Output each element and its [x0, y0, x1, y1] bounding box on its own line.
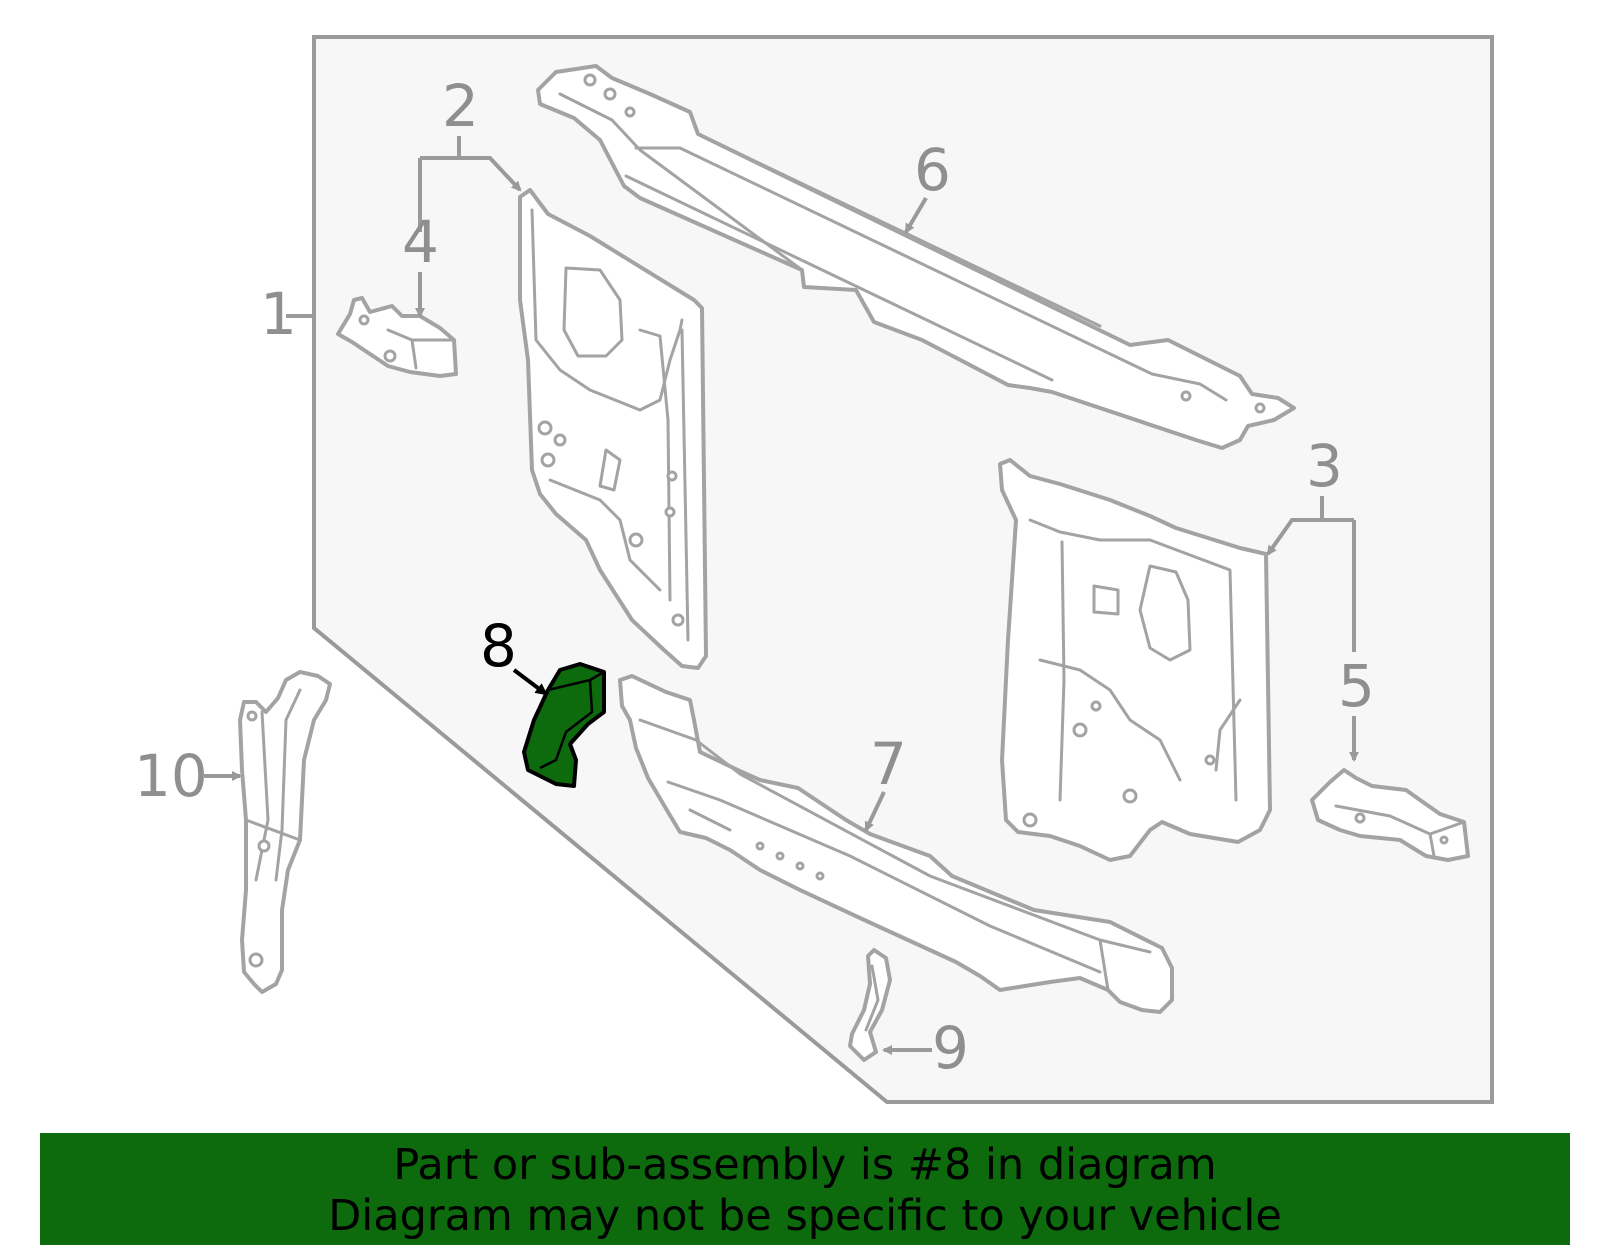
callout-9: 9 — [932, 1014, 969, 1082]
banner-line-1: Part or sub-assembly is #8 in diagram — [393, 1140, 1217, 1190]
callout-5: 5 — [1338, 652, 1375, 720]
part-10-vertical-support[interactable] — [238, 670, 332, 994]
callout-2: 2 — [442, 72, 479, 140]
leader-6 — [904, 196, 928, 234]
banner-line-2: Diagram may not be specific to your vehi… — [328, 1191, 1282, 1241]
callout-7: 7 — [870, 730, 907, 798]
callout-3: 3 — [1306, 432, 1343, 500]
part-7-lower-support[interactable] — [618, 674, 1174, 1014]
callout-4: 4 — [402, 208, 439, 276]
callout-10: 10 — [134, 742, 208, 810]
part-6-upper-tie-bar[interactable] — [536, 64, 1296, 450]
part-2-left-side-panel[interactable] — [518, 188, 708, 670]
part-4-left-bracket[interactable] — [336, 296, 458, 378]
callout-1: 1 — [260, 280, 297, 348]
leader-8 — [512, 668, 548, 696]
part-9-brace[interactable] — [848, 948, 892, 1062]
info-banner: Part or sub-assembly is #8 in diagram Di… — [40, 1133, 1570, 1245]
leader-3-arrow — [1266, 518, 1322, 556]
leader-7 — [864, 791, 886, 832]
part-3-right-side-panel[interactable] — [998, 458, 1272, 862]
callout-8: 8 — [480, 612, 517, 680]
part-5-right-bracket[interactable] — [1310, 768, 1470, 862]
callout-6: 6 — [914, 136, 951, 204]
assembly-boundary — [312, 35, 1494, 1104]
part-8-highlighted-bracket[interactable] — [522, 662, 606, 788]
